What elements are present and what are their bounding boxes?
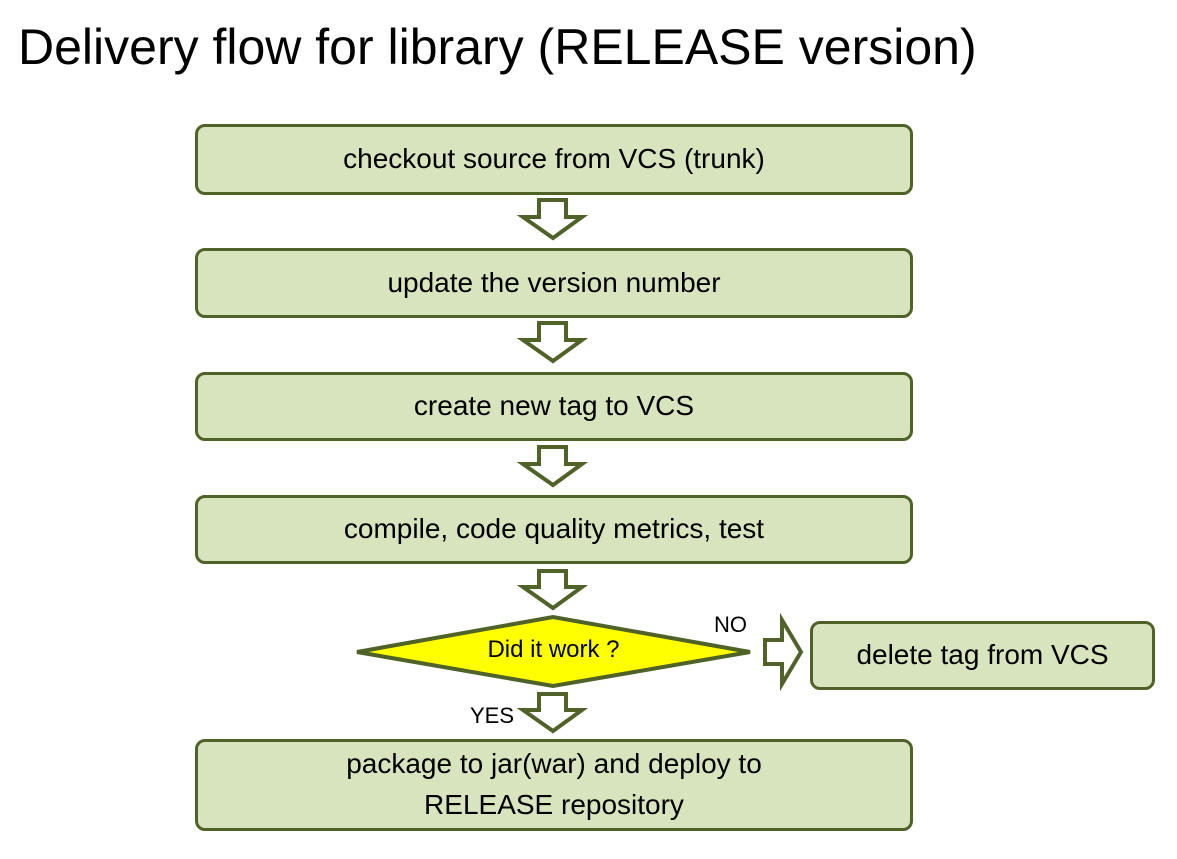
down-arrow-icon (516, 445, 589, 488)
decision-diamond (356, 614, 751, 689)
step-label-line1: package to jar(war) and deploy to (346, 748, 762, 780)
step-label: delete tag from VCS (856, 639, 1109, 671)
step-label: update the version number (387, 266, 721, 298)
step-label-line2: RELEASE repository (424, 789, 684, 820)
down-arrow-icon (516, 569, 589, 611)
step-compile-test: compile, code quality metrics, test (195, 495, 913, 564)
right-arrow-icon (763, 612, 804, 692)
step-label: create new tag to VCS (413, 390, 695, 422)
step-package-deploy: package to jar(war) and deploy to RELEAS… (195, 739, 913, 831)
diagram-title: Delivery flow for library (RELEASE versi… (18, 19, 977, 75)
down-arrow-icon (516, 198, 589, 241)
yes-label: YES (470, 703, 515, 728)
down-arrow-icon (516, 692, 589, 734)
step-label: checkout source from VCS (trunk) (343, 143, 765, 175)
down-arrow-icon (516, 321, 589, 364)
no-label: NO (714, 612, 747, 637)
step-delete-tag: delete tag from VCS (810, 621, 1155, 690)
step-update-version: update the version number (195, 248, 913, 318)
step-create-tag: create new tag to VCS (195, 372, 913, 441)
step-label: compile, code quality metrics, test (343, 513, 765, 545)
decision-label: Did it work ? (487, 636, 620, 663)
step-checkout: checkout source from VCS (trunk) (195, 124, 913, 195)
